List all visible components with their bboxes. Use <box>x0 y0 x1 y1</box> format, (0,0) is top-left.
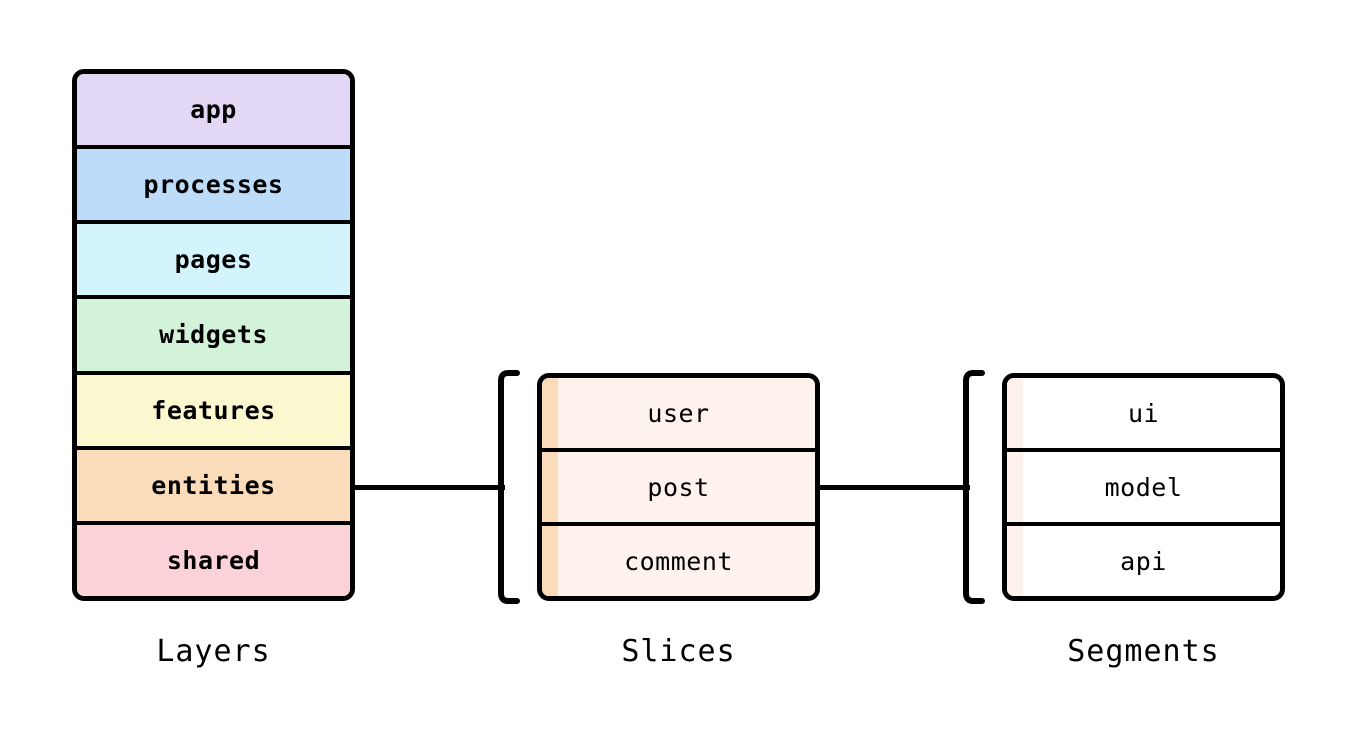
slice-row-comment[interactable]: comment <box>542 526 815 596</box>
slice-label-user: user <box>647 398 710 428</box>
segment-row-ui[interactable]: ui <box>1007 378 1280 452</box>
segment-row-model[interactable]: model <box>1007 452 1280 526</box>
slice-accent-stripe <box>542 452 558 522</box>
layer-row-pages[interactable]: pages <box>77 224 350 300</box>
slice-label-comment: comment <box>624 546 733 576</box>
segment-label-api: api <box>1120 546 1167 576</box>
segment-row-api[interactable]: api <box>1007 526 1280 596</box>
slice-accent-stripe <box>542 378 558 448</box>
slice-accent-stripe <box>542 526 558 596</box>
layer-row-widgets[interactable]: widgets <box>77 299 350 375</box>
segment-accent-stripe <box>1007 526 1023 596</box>
slices-bracket-icon <box>495 370 520 604</box>
layer-label-app: app <box>190 95 237 125</box>
layer-label-shared: shared <box>166 545 261 575</box>
segment-label-ui: ui <box>1127 398 1160 428</box>
segments-bracket-icon <box>960 370 985 604</box>
segments-stack: ui model api <box>1002 373 1285 601</box>
slice-row-user[interactable]: user <box>542 378 815 452</box>
layer-label-processes: processes <box>143 170 284 200</box>
layer-row-shared[interactable]: shared <box>77 524 350 596</box>
caption-slices: Slices <box>621 634 736 669</box>
slice-row-post[interactable]: post <box>542 452 815 526</box>
layer-label-widgets: widgets <box>159 320 268 350</box>
layer-row-app[interactable]: app <box>77 74 350 150</box>
segment-accent-stripe <box>1007 378 1023 448</box>
segment-accent-stripe <box>1007 452 1023 522</box>
layer-label-pages: pages <box>174 245 253 275</box>
layer-row-processes[interactable]: processes <box>77 149 350 225</box>
connector-slices-to-segments <box>818 485 970 490</box>
layer-row-features[interactable]: features <box>77 374 350 450</box>
slice-label-post: post <box>647 472 710 502</box>
layer-label-features: features <box>151 395 276 425</box>
layers-stack: app processes pages widgets features ent… <box>72 69 355 601</box>
slices-stack: user post comment <box>537 373 820 601</box>
caption-layers: Layers <box>156 634 271 669</box>
layer-row-entities[interactable]: entities <box>77 449 350 525</box>
layer-label-entities: entities <box>151 470 276 500</box>
segment-label-model: model <box>1104 472 1183 502</box>
connector-entities-to-slices <box>353 485 505 490</box>
caption-segments: Segments <box>1067 634 1220 669</box>
